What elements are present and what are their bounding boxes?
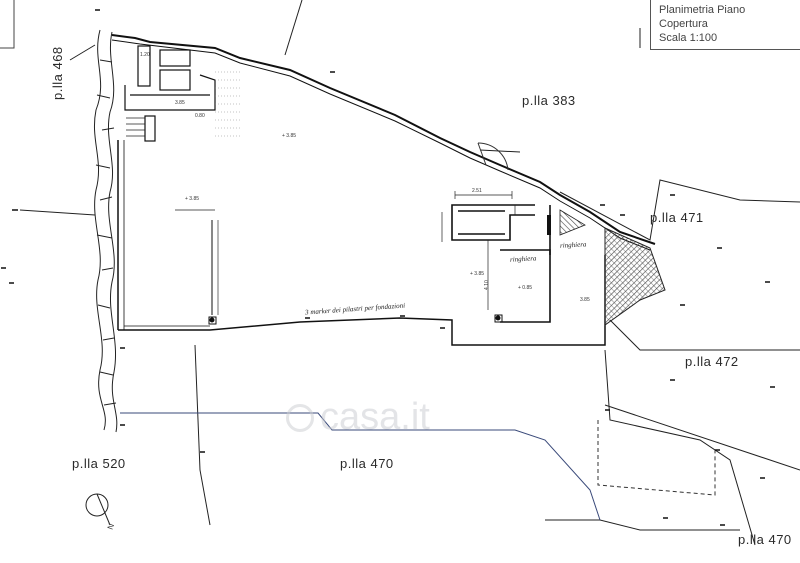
upper-rooms xyxy=(124,45,216,142)
watermark: casa.it xyxy=(320,396,430,438)
dimension-label: 1.20 xyxy=(140,52,150,58)
dimension-label: 3.85 xyxy=(175,100,185,106)
terrace-bottom xyxy=(118,255,606,346)
parcel-label-472: p.lla 472 xyxy=(685,354,739,369)
level-mark: + 3.85 xyxy=(470,271,485,277)
level-ticks xyxy=(1,9,775,526)
building-top-edge xyxy=(111,34,656,245)
door-arc xyxy=(477,142,509,171)
title-line-1: Planimetria Piano xyxy=(659,4,746,16)
stairs-left xyxy=(126,117,145,137)
corner-frame xyxy=(0,0,15,49)
pillars xyxy=(208,314,503,325)
parcel-label-471: p.lla 471 xyxy=(650,210,704,225)
dashed-boundary xyxy=(597,420,716,496)
dimension-label: 2.51 xyxy=(472,188,482,194)
stairs-dotted xyxy=(215,71,240,137)
parcel-boundaries xyxy=(19,0,800,546)
title-block: Planimetria Piano Copertura Scala 1:100 xyxy=(650,0,800,50)
stair-room xyxy=(451,204,551,323)
parcel-label-468: p.lla 468 xyxy=(50,46,65,100)
stone-wall xyxy=(93,29,118,433)
hatched-slope-small xyxy=(559,209,586,236)
building-top-edge-inner xyxy=(111,39,651,251)
watermark-logo-icon xyxy=(286,404,314,432)
level-mark: 3.85 xyxy=(580,297,590,303)
parcel-label-383: p.lla 383 xyxy=(522,93,576,108)
parcel-label-470: p.lla 470 xyxy=(340,456,394,471)
title-line-3: Scala 1:100 xyxy=(659,32,718,44)
handwritten-railing-2: ringhiera xyxy=(559,240,587,250)
door-marker xyxy=(547,215,551,235)
level-mark: + 0.85 xyxy=(518,285,533,291)
parcel-label-470-corner: p.lla 470 xyxy=(738,532,792,547)
front-boundary xyxy=(120,412,601,521)
level-mark: + 3.85 xyxy=(185,196,200,202)
handwritten-railing: ringhiera xyxy=(509,254,537,264)
level-mark: + 3.85 xyxy=(282,133,297,139)
parcel-label-520: p.lla 520 xyxy=(72,456,126,471)
dimension-lines xyxy=(175,191,516,310)
dimension-label: 0.80 xyxy=(195,113,205,119)
north-arrow-icon xyxy=(85,493,111,526)
dimension-label: 4.10 xyxy=(484,280,490,290)
title-line-2: Copertura xyxy=(659,18,708,30)
